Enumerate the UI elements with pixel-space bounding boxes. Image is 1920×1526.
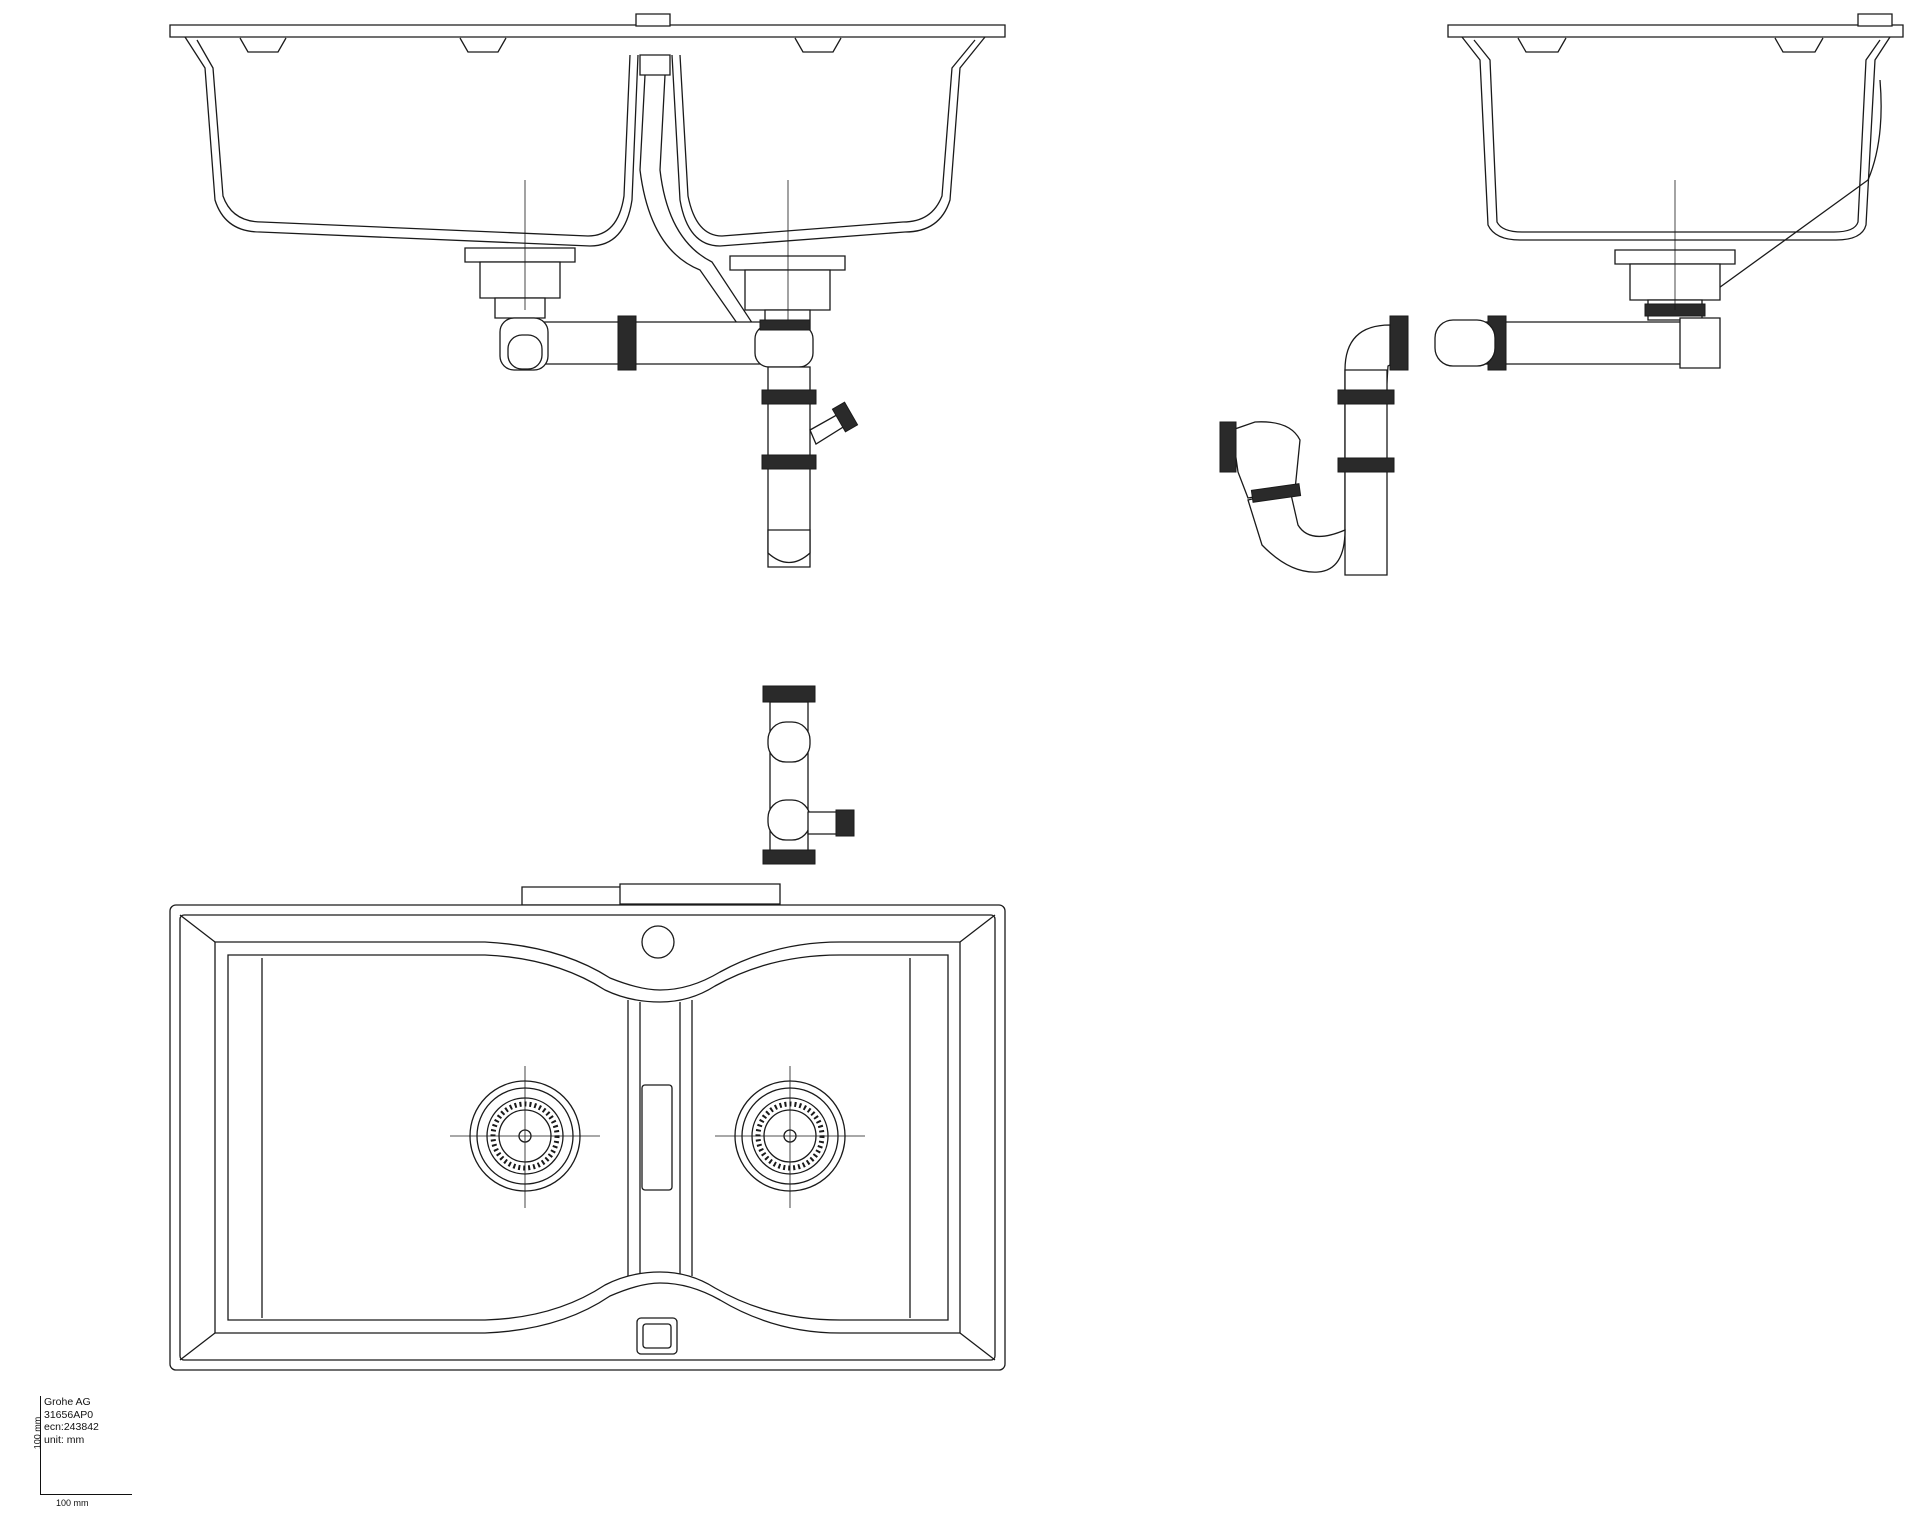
side-elevation-view	[1220, 14, 1903, 575]
front-elevation-view	[170, 14, 1005, 567]
scale-label-vertical: 100 mm	[32, 1416, 43, 1450]
unit-label: unit: mm	[44, 1433, 85, 1446]
ecn-number: ecn:243842	[44, 1421, 99, 1433]
title-block: 100 mm Grohe AG 31656AP0 ecn:243842 unit…	[32, 1396, 140, 1516]
top-plan-view	[170, 686, 1005, 1370]
title-block-text: Grohe AG 31656AP0 ecn:243842 unit: mm	[44, 1396, 99, 1446]
article-number: 31656AP0	[44, 1408, 94, 1421]
scale-bar-horizontal	[40, 1494, 132, 1495]
scale-label-horizontal: 100 mm	[56, 1498, 89, 1508]
scale-bar-vertical	[40, 1396, 41, 1494]
company-name: Grohe AG	[44, 1396, 91, 1408]
